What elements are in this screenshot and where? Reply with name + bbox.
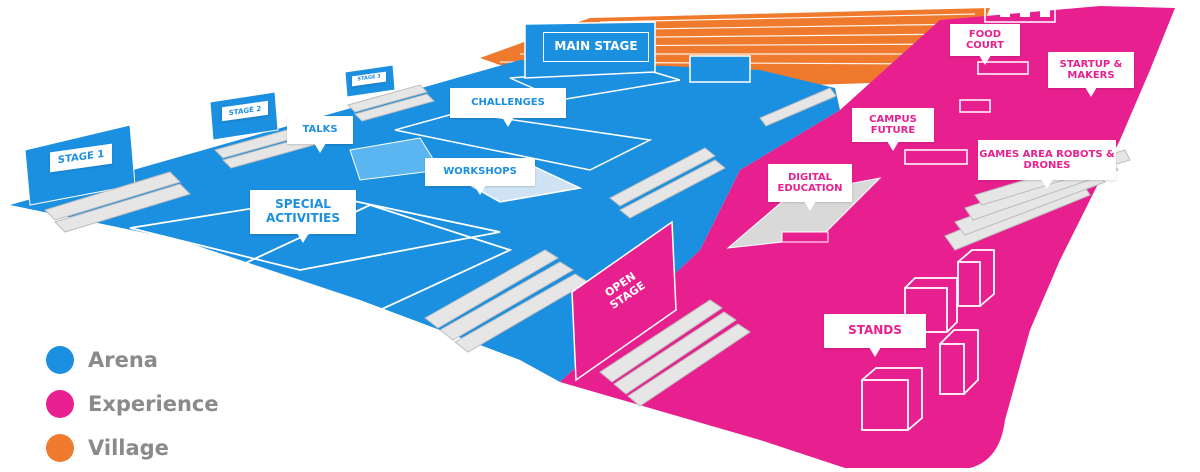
startup-makers-label: STARTUP & MAKERS xyxy=(1048,52,1134,97)
campus-future-text: CAMPUS FUTURE xyxy=(869,113,917,137)
legend-label-experience: Experience xyxy=(88,392,219,416)
special-activities-label: SPECIAL ACTIVITIES xyxy=(250,190,356,243)
food-court-label: FOOD COURT xyxy=(950,24,1020,65)
games-area-label: GAMES AREA ROBOTS & DRONES xyxy=(978,140,1116,189)
food-court-text: FOOD COURT xyxy=(965,28,1005,52)
legend-item-arena: Arena xyxy=(46,338,219,382)
legend-item-village: Village xyxy=(46,426,219,470)
legend: Arena Experience Village xyxy=(46,338,219,470)
workshops-pointer xyxy=(474,185,486,195)
arena-swatch xyxy=(46,346,74,374)
digital-education-pointer xyxy=(804,201,816,211)
campus-future-label: CAMPUS FUTURE xyxy=(852,108,934,151)
stands-text: STANDS xyxy=(848,323,902,338)
talks-text: TALKS xyxy=(302,124,338,136)
stands-booths xyxy=(861,249,995,431)
open-stage-panel xyxy=(571,220,677,382)
workshops-text: WORKSHOPS xyxy=(443,166,517,178)
arena-benches xyxy=(44,84,837,353)
legend-label-arena: Arena xyxy=(88,348,158,372)
open-stage-benches xyxy=(599,299,751,407)
games-area-text: GAMES AREA ROBOTS & DRONES xyxy=(979,148,1115,172)
startup-makers-pointer xyxy=(1085,87,1097,97)
stands-label: STANDS xyxy=(824,314,926,357)
games-area-pointer xyxy=(1041,179,1053,189)
talks-label: TALKS xyxy=(287,116,353,153)
village-swatch xyxy=(46,434,74,462)
experience-swatch xyxy=(46,390,74,418)
main-stage-text: MAIN STAGE xyxy=(554,39,638,54)
digital-education-text: DIGITAL EDUCATION xyxy=(777,171,843,195)
stands-pointer xyxy=(869,347,881,357)
stage-3-text: STAGE 3 xyxy=(357,73,381,83)
challenges-pointer xyxy=(502,117,514,127)
main-stage-label: MAIN STAGE xyxy=(543,32,649,62)
startup-makers-text: STARTUP & MAKERS xyxy=(1059,58,1123,82)
digital-education-label: DIGITAL EDUCATION xyxy=(768,164,852,211)
food-court-pointer xyxy=(979,55,991,65)
campus-future-pointer xyxy=(887,141,899,151)
special-activities-pointer xyxy=(297,233,309,243)
talks-pointer xyxy=(314,143,326,153)
workshops-label: WORKSHOPS xyxy=(425,158,535,195)
challenges-text: CHALLENGES xyxy=(471,97,545,109)
special-activities-text: SPECIAL ACTIVITIES xyxy=(266,197,340,225)
food-court-building xyxy=(984,3,1056,23)
stage-1-text: STAGE 1 xyxy=(57,148,105,167)
legend-label-village: Village xyxy=(88,436,169,460)
challenges-label: CHALLENGES xyxy=(450,88,566,127)
legend-item-experience: Experience xyxy=(46,382,219,426)
stage-2-text: STAGE 2 xyxy=(228,104,262,118)
